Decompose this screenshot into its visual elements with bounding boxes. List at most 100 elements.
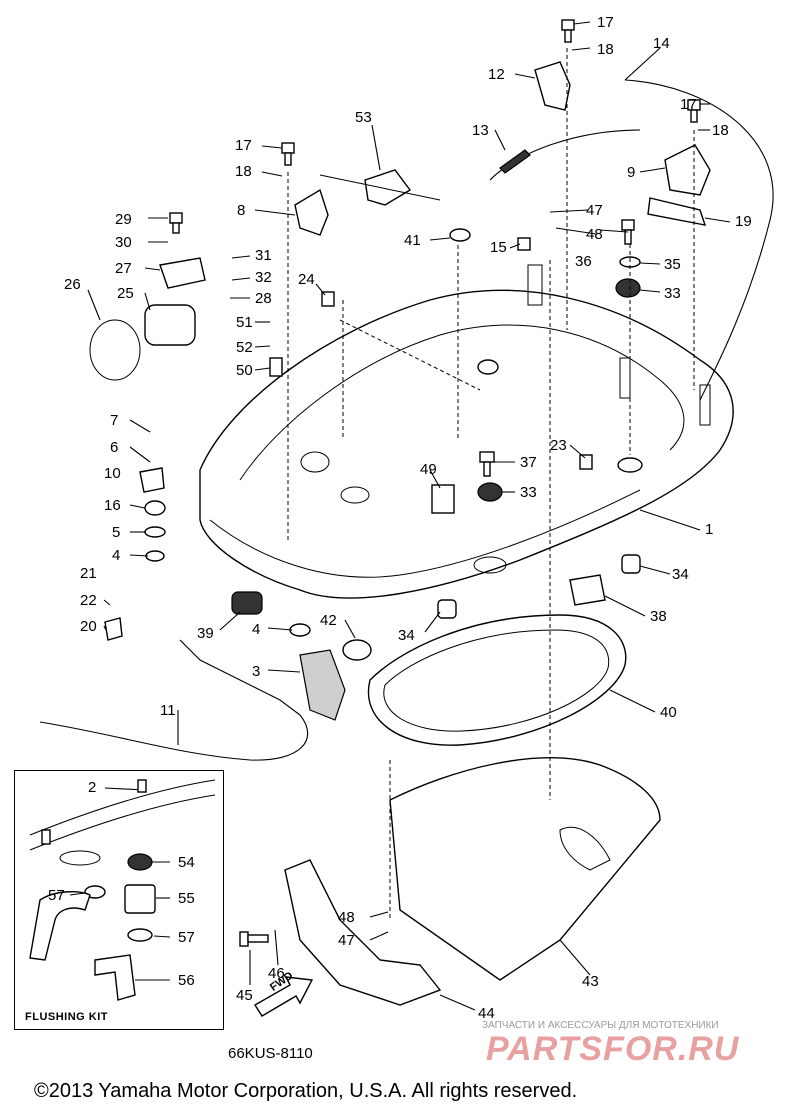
callout-5: 5 bbox=[112, 524, 120, 541]
callout-29: 29 bbox=[115, 211, 132, 228]
callout-30: 30 bbox=[115, 234, 132, 251]
grommet-part-39 bbox=[231, 591, 263, 615]
cable-part-11 bbox=[39, 639, 309, 761]
bolt-part-17b bbox=[687, 99, 701, 123]
grommet-part-33b bbox=[477, 482, 503, 502]
apron-part bbox=[389, 757, 661, 981]
diagram-code: 66KUS-8110 bbox=[228, 1045, 313, 1062]
callout-40: 40 bbox=[660, 704, 677, 721]
clip-part-15 bbox=[517, 237, 531, 251]
washer-part-4 bbox=[145, 550, 165, 562]
flushing-kit-inset bbox=[14, 770, 224, 1030]
spring-part-16 bbox=[144, 500, 166, 516]
callout-18: 18 bbox=[597, 41, 614, 58]
side-panel-part bbox=[284, 859, 442, 1006]
plate-part-23 bbox=[579, 454, 593, 470]
callout-44: 44 bbox=[478, 1005, 495, 1022]
callout-28: 28 bbox=[255, 290, 272, 307]
callout-27: 27 bbox=[115, 260, 132, 277]
callout-41: 41 bbox=[404, 232, 421, 249]
bolt-part-36 bbox=[621, 219, 635, 245]
grommet-part-33a bbox=[615, 278, 641, 298]
callout-20: 20 bbox=[80, 618, 97, 635]
bolt-part-45 bbox=[239, 931, 269, 947]
callout-2: 2 bbox=[88, 779, 96, 796]
callout-17: 17 bbox=[597, 14, 614, 31]
callout-50: 50 bbox=[236, 362, 253, 379]
callout-17: 17 bbox=[235, 137, 252, 154]
watermark-logo: PARTSFOR.RU bbox=[486, 1030, 740, 1068]
cable-part-14 bbox=[624, 79, 774, 401]
callout-1: 1 bbox=[705, 521, 713, 538]
grommet-part-42 bbox=[342, 639, 372, 661]
callout-57: 57 bbox=[178, 929, 195, 946]
hook-part-9 bbox=[664, 144, 711, 196]
callout-18: 18 bbox=[712, 122, 729, 139]
callout-48: 48 bbox=[338, 909, 355, 926]
callout-53: 53 bbox=[355, 109, 372, 126]
grommet-part-34a bbox=[621, 554, 641, 574]
gasket-part bbox=[367, 614, 627, 746]
callout-9: 9 bbox=[627, 164, 635, 181]
callout-7: 7 bbox=[110, 412, 118, 429]
callout-48: 48 bbox=[586, 226, 603, 243]
callout-3: 3 bbox=[252, 663, 260, 680]
callout-10: 10 bbox=[104, 465, 121, 482]
flushing-kit-drawing bbox=[29, 779, 216, 1001]
callout-22: 22 bbox=[80, 592, 97, 609]
band-part-26 bbox=[89, 319, 141, 381]
callout-52: 52 bbox=[236, 339, 253, 356]
callout-14: 14 bbox=[653, 35, 670, 52]
hook-part-8 bbox=[294, 188, 329, 236]
plate-part-10 bbox=[139, 467, 165, 493]
callout-46: 46 bbox=[268, 965, 285, 982]
callout-21: 21 bbox=[80, 565, 97, 582]
callout-24: 24 bbox=[298, 271, 315, 288]
callout-4: 4 bbox=[252, 621, 260, 638]
callout-35: 35 bbox=[664, 256, 681, 273]
callout-47: 47 bbox=[586, 202, 603, 219]
callout-54: 54 bbox=[178, 854, 195, 871]
callout-15: 15 bbox=[490, 239, 507, 256]
callout-8: 8 bbox=[237, 202, 245, 219]
callout-25: 25 bbox=[117, 285, 134, 302]
callout-51: 51 bbox=[236, 314, 253, 331]
bolt-part-29 bbox=[169, 212, 183, 234]
callout-42: 42 bbox=[320, 612, 337, 629]
washer-part-5 bbox=[144, 526, 166, 538]
bolt-part-17c bbox=[281, 142, 295, 166]
clip-part-24 bbox=[321, 291, 335, 307]
grommet-part-38 bbox=[569, 574, 606, 606]
hook-part-12 bbox=[534, 61, 571, 111]
callout-19: 19 bbox=[735, 213, 752, 230]
callout-34: 34 bbox=[672, 566, 689, 583]
relay-part-25 bbox=[144, 304, 196, 346]
callout-38: 38 bbox=[650, 608, 667, 625]
callout-43: 43 bbox=[582, 973, 599, 990]
callout-47: 47 bbox=[338, 932, 355, 949]
shift-rod-part-3 bbox=[299, 649, 346, 721]
callout-56: 56 bbox=[178, 972, 195, 989]
bush-part-50 bbox=[269, 357, 283, 377]
callout-49: 49 bbox=[420, 461, 437, 478]
bolt-part-17a bbox=[561, 19, 575, 43]
bracket-part-53 bbox=[364, 169, 412, 206]
watermark-tagline: ЗАПЧАСТИ И АКСЕССУАРЫ ДЛЯ МОТОТЕХНИКИ bbox=[482, 1020, 719, 1031]
callout-12: 12 bbox=[488, 66, 505, 83]
plate-part-19 bbox=[647, 197, 707, 226]
callout-26: 26 bbox=[64, 276, 81, 293]
callout-23: 23 bbox=[550, 437, 567, 454]
callout-39: 39 bbox=[197, 625, 214, 642]
bolt-part-37 bbox=[479, 451, 495, 477]
callout-13: 13 bbox=[472, 122, 489, 139]
callout-34: 34 bbox=[398, 627, 415, 644]
flushing-kit-title: FLUSHING KIT bbox=[25, 1011, 108, 1023]
fwd-arrow bbox=[254, 976, 314, 1017]
clip-part-49 bbox=[431, 484, 455, 514]
callout-36: 36 bbox=[575, 253, 592, 270]
callout-32: 32 bbox=[255, 269, 272, 286]
copyright-notice: ©2013 Yamaha Motor Corporation, U.S.A. A… bbox=[34, 1080, 578, 1102]
callout-33: 33 bbox=[664, 285, 681, 302]
cable-part-13 bbox=[489, 129, 641, 181]
